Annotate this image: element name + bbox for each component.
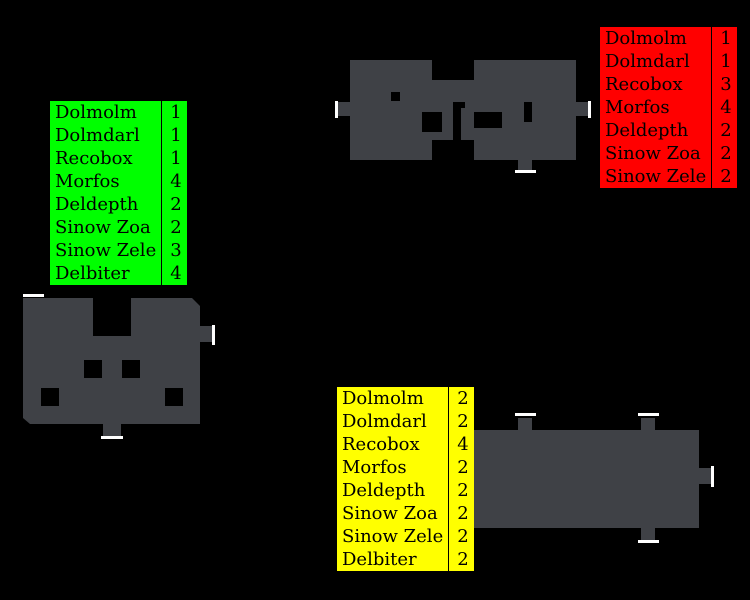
enemy-count: 2: [448, 410, 474, 433]
table-row: Recobox 1: [50, 147, 187, 170]
enemy-count: 4: [711, 96, 737, 119]
enemy-count: 3: [161, 239, 187, 262]
enemy-count: 2: [448, 479, 474, 502]
table-row: Sinow Zoa 2: [50, 216, 187, 239]
table-row: Delbiter 2: [337, 548, 474, 571]
enemy-name: Sinow Zele: [55, 239, 157, 261]
table-row: Deldepth 2: [50, 193, 187, 216]
enemy-name: Recobox: [55, 147, 133, 169]
enemy-name: Dolmdarl: [605, 50, 690, 72]
enemy-name: Deldepth: [55, 193, 139, 215]
enemy-count: 4: [161, 262, 187, 285]
enemy-name: Dolmolm: [342, 387, 424, 409]
enemy-table-red: Dolmolm 1 Dolmdarl 1 Recobox 3 Morfos 4 Deld…: [600, 27, 737, 188]
table-row: Morfos 2: [337, 456, 474, 479]
table-row: Recobox 3: [600, 73, 737, 96]
table-row: Sinow Zoa 2: [337, 502, 474, 525]
room-left: [23, 298, 214, 436]
enemy-count: 2: [448, 387, 474, 410]
enemy-name: Deldepth: [342, 479, 426, 501]
enemy-count: 2: [448, 548, 474, 571]
enemy-count: 2: [161, 216, 187, 239]
room-left-holes: [41, 298, 183, 406]
room-top-holes: [391, 92, 532, 160]
enemy-count: 3: [711, 73, 737, 96]
enemy-table-yellow: Dolmolm 2 Dolmdarl 2 Recobox 4 Morfos 2 Deld…: [337, 387, 474, 571]
enemy-count: 1: [161, 124, 187, 147]
enemy-count: 2: [711, 119, 737, 142]
enemy-count: 2: [711, 165, 737, 188]
enemy-count: 1: [161, 101, 187, 124]
enemy-name: Sinow Zoa: [342, 502, 438, 524]
enemy-count: 1: [711, 27, 737, 50]
enemy-name: Dolmdarl: [55, 124, 140, 146]
table-row: Dolmolm 1: [50, 101, 187, 124]
table-row: Dolmdarl 2: [337, 410, 474, 433]
enemy-count: 2: [448, 502, 474, 525]
enemy-table-green: Dolmolm 1 Dolmdarl 1 Recobox 1 Morfos 4 Deld…: [50, 101, 187, 285]
enemy-name: Recobox: [342, 433, 420, 455]
enemy-name: Deldepth: [605, 119, 689, 141]
enemy-count: 2: [448, 456, 474, 479]
enemy-name: Delbiter: [55, 262, 130, 284]
enemy-name: Morfos: [342, 456, 407, 478]
enemy-count: 2: [448, 525, 474, 548]
room-top-doors[interactable]: [335, 101, 591, 173]
enemy-name: Sinow Zoa: [605, 142, 701, 164]
table-row: Deldepth 2: [337, 479, 474, 502]
enemy-name: Dolmdarl: [342, 410, 427, 432]
enemy-name: Morfos: [55, 170, 120, 192]
table-row: Sinow Zoa 2: [600, 142, 737, 165]
enemy-name: Delbiter: [342, 548, 417, 570]
room-bottom: [474, 418, 713, 540]
table-row: Deldepth 2: [600, 119, 737, 142]
table-row: Morfos 4: [600, 96, 737, 119]
table-row: Dolmdarl 1: [50, 124, 187, 147]
table-row: Dolmolm 2: [337, 387, 474, 410]
enemy-name: Dolmolm: [605, 27, 687, 49]
enemy-count: 1: [711, 50, 737, 73]
table-row: Morfos 4: [50, 170, 187, 193]
enemy-count: 1: [161, 147, 187, 170]
table-row: Dolmolm 1: [600, 27, 737, 50]
enemy-name: Sinow Zele: [605, 165, 707, 187]
enemy-count: 4: [448, 433, 474, 456]
enemy-name: Morfos: [605, 96, 670, 118]
enemy-name: Sinow Zele: [342, 525, 444, 547]
room-bottom-doors[interactable]: [515, 413, 714, 543]
table-row: Recobox 4: [337, 433, 474, 456]
enemy-count: 2: [711, 142, 737, 165]
table-row: Dolmdarl 1: [600, 50, 737, 73]
enemy-name: Sinow Zoa: [55, 216, 151, 238]
enemy-count: 2: [161, 193, 187, 216]
table-row: Delbiter 4: [50, 262, 187, 285]
room-left-doors[interactable]: [23, 294, 215, 439]
enemy-name: Recobox: [605, 73, 683, 95]
enemy-count: 4: [161, 170, 187, 193]
enemy-name: Dolmolm: [55, 101, 137, 123]
